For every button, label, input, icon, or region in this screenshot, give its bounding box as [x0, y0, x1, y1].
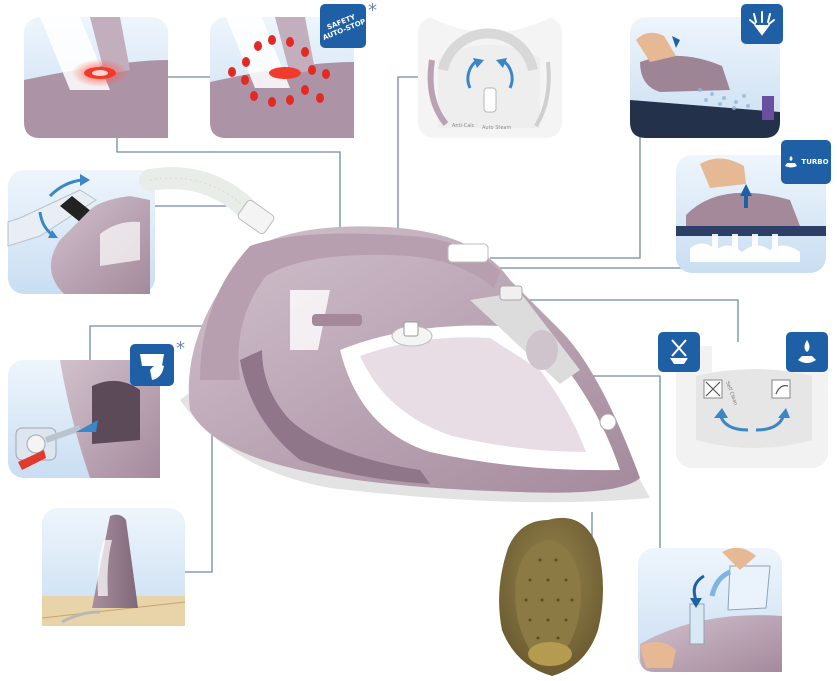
- safety-asterisk: *: [368, 0, 377, 21]
- power-cord: [139, 167, 263, 225]
- soleplate: [499, 517, 603, 676]
- fill-arrow: [692, 574, 705, 601]
- leader-heel-rest-panel: [185, 398, 213, 573]
- steam-iron: [139, 167, 650, 503]
- leader-plug-panel: [89, 325, 210, 360]
- safety-auto-stop-badge-icon: SAFETY AUTO-STOP: [320, 4, 367, 48]
- steam-shot-panel: [630, 17, 780, 138]
- anti-drip-badge-icon: [130, 344, 174, 386]
- leader-fill-panel: [580, 375, 661, 548]
- steam-burst-icon: [741, 4, 783, 44]
- turbo-button: [447, 243, 489, 263]
- anti-calc-icon: [658, 332, 700, 372]
- indicator-light: [312, 314, 362, 326]
- turbo-steam-glyph-icon: [785, 156, 798, 168]
- leader-shot-panel: [490, 120, 641, 259]
- dial-label-left: Anti-Calc: [452, 123, 475, 129]
- turbo-badge-label: TURBO: [801, 158, 829, 166]
- safety-auto-stop-panel: [210, 17, 354, 138]
- swivel-arrow-top: [48, 178, 83, 198]
- cord-swivel-panel: [7, 170, 155, 294]
- anti-drip-asterisk: *: [176, 338, 185, 359]
- heel-rest-panel: [41, 508, 186, 626]
- water-fill-panel: [638, 547, 782, 672]
- light-indicator-panel: [24, 17, 168, 138]
- dial-label-right: Auto Steam: [482, 125, 511, 131]
- steam-trigger: [499, 285, 523, 301]
- unplug-panel: [8, 360, 160, 478]
- steam-dial-panel: [418, 17, 562, 138]
- anti-calc-tray-panel: [676, 346, 828, 468]
- unplug-arrow: [76, 420, 98, 432]
- turbo-steam-panel: [676, 155, 826, 273]
- turbo-steam-icon: TURBO: [781, 140, 831, 184]
- steam-drop-icon: [786, 332, 828, 372]
- leader-tray-panel: [520, 299, 739, 342]
